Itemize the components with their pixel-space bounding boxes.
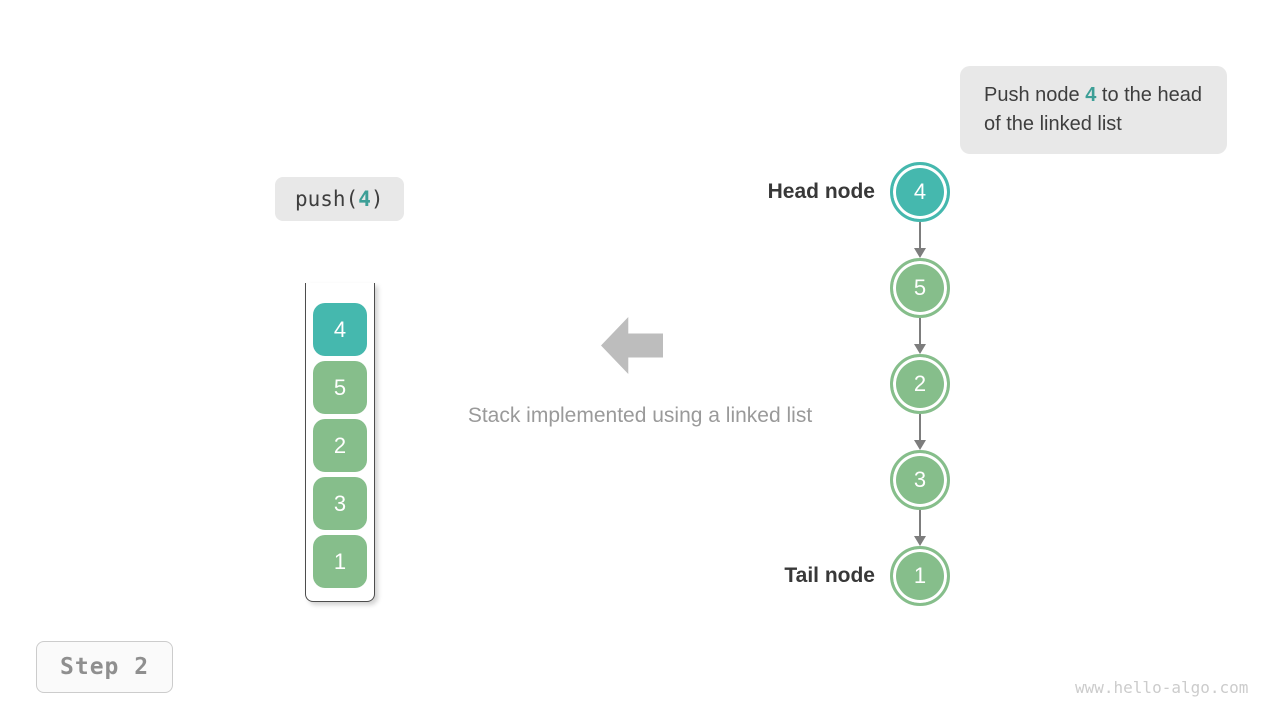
stack-item: 5 xyxy=(313,361,367,414)
arrow-head xyxy=(914,344,926,354)
step-badge: Step 2 xyxy=(36,641,174,693)
stack-item: 4 xyxy=(313,303,367,356)
stack-item: 1 xyxy=(313,535,367,588)
hint-text-before: Push node xyxy=(984,84,1086,106)
linked-list-node: 4 xyxy=(890,162,950,222)
arrow-shaft xyxy=(919,318,921,344)
arrow-shaft xyxy=(919,510,921,536)
code-arg-value: 4 xyxy=(358,187,371,211)
push-code-chip: push(4) xyxy=(275,177,404,221)
arrow-shaft xyxy=(919,414,921,440)
arrow-head xyxy=(914,248,926,258)
code-text-after: ) xyxy=(370,187,384,211)
code-text-before: push( xyxy=(295,187,359,211)
arrow-head xyxy=(914,440,926,450)
watermark-url: www.hello-algo.com xyxy=(1075,678,1249,697)
diagram-caption: Stack implemented using a linked list xyxy=(467,404,813,427)
arrow-head xyxy=(914,536,926,546)
linked-list-node: 2 xyxy=(890,354,950,414)
down-arrow-icon xyxy=(908,318,932,354)
hint-bubble: Push node 4 to the head of the linked li… xyxy=(960,66,1227,154)
hint-highlight-value: 4 xyxy=(1085,84,1097,106)
left-block-arrow-icon xyxy=(601,317,663,374)
hint-text-after: to the head of the linked list xyxy=(984,84,1202,135)
stack-container: 4 5 2 3 1 xyxy=(305,283,375,602)
stack-item: 2 xyxy=(313,419,367,472)
stack-item: 3 xyxy=(313,477,367,530)
tail-node-label: Tail node xyxy=(784,564,875,587)
linked-list-node: 1 xyxy=(890,546,950,606)
down-arrow-icon xyxy=(908,414,932,450)
down-arrow-icon xyxy=(908,222,932,258)
arrow-shaft xyxy=(919,222,921,248)
head-node-label: Head node xyxy=(767,180,875,203)
down-arrow-icon xyxy=(908,510,932,546)
linked-list-node: 5 xyxy=(890,258,950,318)
linked-list-node: 3 xyxy=(890,450,950,510)
